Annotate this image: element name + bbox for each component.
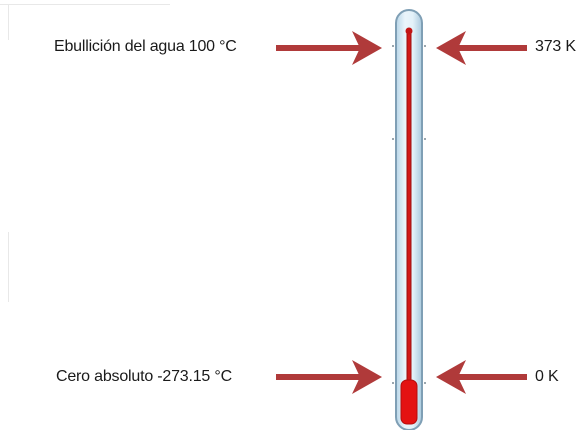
label-absolute-zero-celsius: Cero absoluto -273.15 °C — [56, 368, 232, 385]
thermometer-bulb — [400, 379, 418, 425]
label-boiling-kelvin: 373 K — [535, 38, 576, 55]
crop-edge-left-lower — [8, 232, 9, 302]
arrow-boiling-right — [436, 31, 527, 65]
arrow-zero-left — [276, 360, 382, 394]
thermometer-liquid-column — [406, 30, 412, 390]
crop-edge-top — [0, 4, 170, 5]
label-absolute-zero-kelvin: 0 K — [535, 368, 559, 385]
arrow-zero-right — [436, 360, 527, 394]
thermometer-liquid-top — [405, 27, 413, 35]
label-boiling-celsius: Ebullición del agua 100 °C — [54, 38, 237, 55]
arrow-boiling-left — [276, 31, 382, 65]
tube-ticks — [392, 45, 426, 384]
crop-edge-left — [8, 4, 9, 40]
